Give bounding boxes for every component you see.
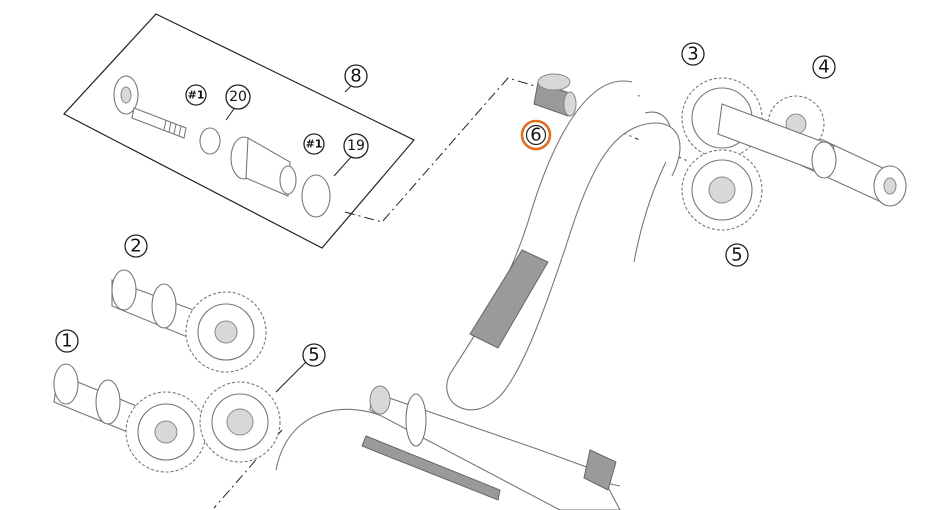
gear-part-5-right xyxy=(681,149,763,231)
callout-5-right: 5 xyxy=(725,243,749,267)
camshaft-part-1 xyxy=(53,363,207,473)
alignment-line-5-left xyxy=(213,429,283,509)
svg-text:6: 6 xyxy=(530,125,541,146)
callout-19: 19 xyxy=(343,133,369,159)
oring-part-19 xyxy=(301,174,331,218)
svg-text:3: 3 xyxy=(687,44,698,65)
crankshaft-part xyxy=(369,385,621,510)
callout-5-left: 5 xyxy=(302,343,326,367)
callout-2: 2 xyxy=(124,234,148,258)
svg-text:5: 5 xyxy=(308,345,319,366)
svg-text:20: 20 xyxy=(229,89,247,105)
timing-chain-upper xyxy=(446,80,681,411)
camshaft-part-2 xyxy=(111,269,267,373)
callout-1: 1 xyxy=(55,329,79,353)
svg-text:5: 5 xyxy=(731,245,742,266)
callout-6: 6 xyxy=(520,119,552,151)
bushing-part xyxy=(230,136,297,197)
camshaft-part-3 xyxy=(681,77,837,179)
svg-text:2: 2 xyxy=(130,236,141,257)
svg-text:#1: #1 xyxy=(306,138,323,151)
leader-5-left xyxy=(275,361,307,393)
callout-note-1b: #1 xyxy=(303,133,325,155)
sprocket-part-6 xyxy=(533,73,577,117)
gear-part-5-left xyxy=(199,381,281,463)
svg-text:8: 8 xyxy=(350,66,361,87)
svg-text:4: 4 xyxy=(818,57,829,78)
kit-box-outline xyxy=(63,13,415,249)
callout-3: 3 xyxy=(681,42,705,66)
leader-19 xyxy=(333,155,353,177)
callout-20: 20 xyxy=(225,84,251,110)
svg-text:19: 19 xyxy=(347,138,365,154)
callout-8: 8 xyxy=(344,64,368,88)
callout-note-1a: #1 xyxy=(185,84,207,106)
svg-text:1: 1 xyxy=(61,331,72,352)
callout-4: 4 xyxy=(812,55,836,79)
alignment-line-6 xyxy=(344,77,536,223)
svg-text:#1: #1 xyxy=(188,89,205,102)
bolt-part xyxy=(113,75,187,139)
washer-part-20 xyxy=(199,127,221,155)
